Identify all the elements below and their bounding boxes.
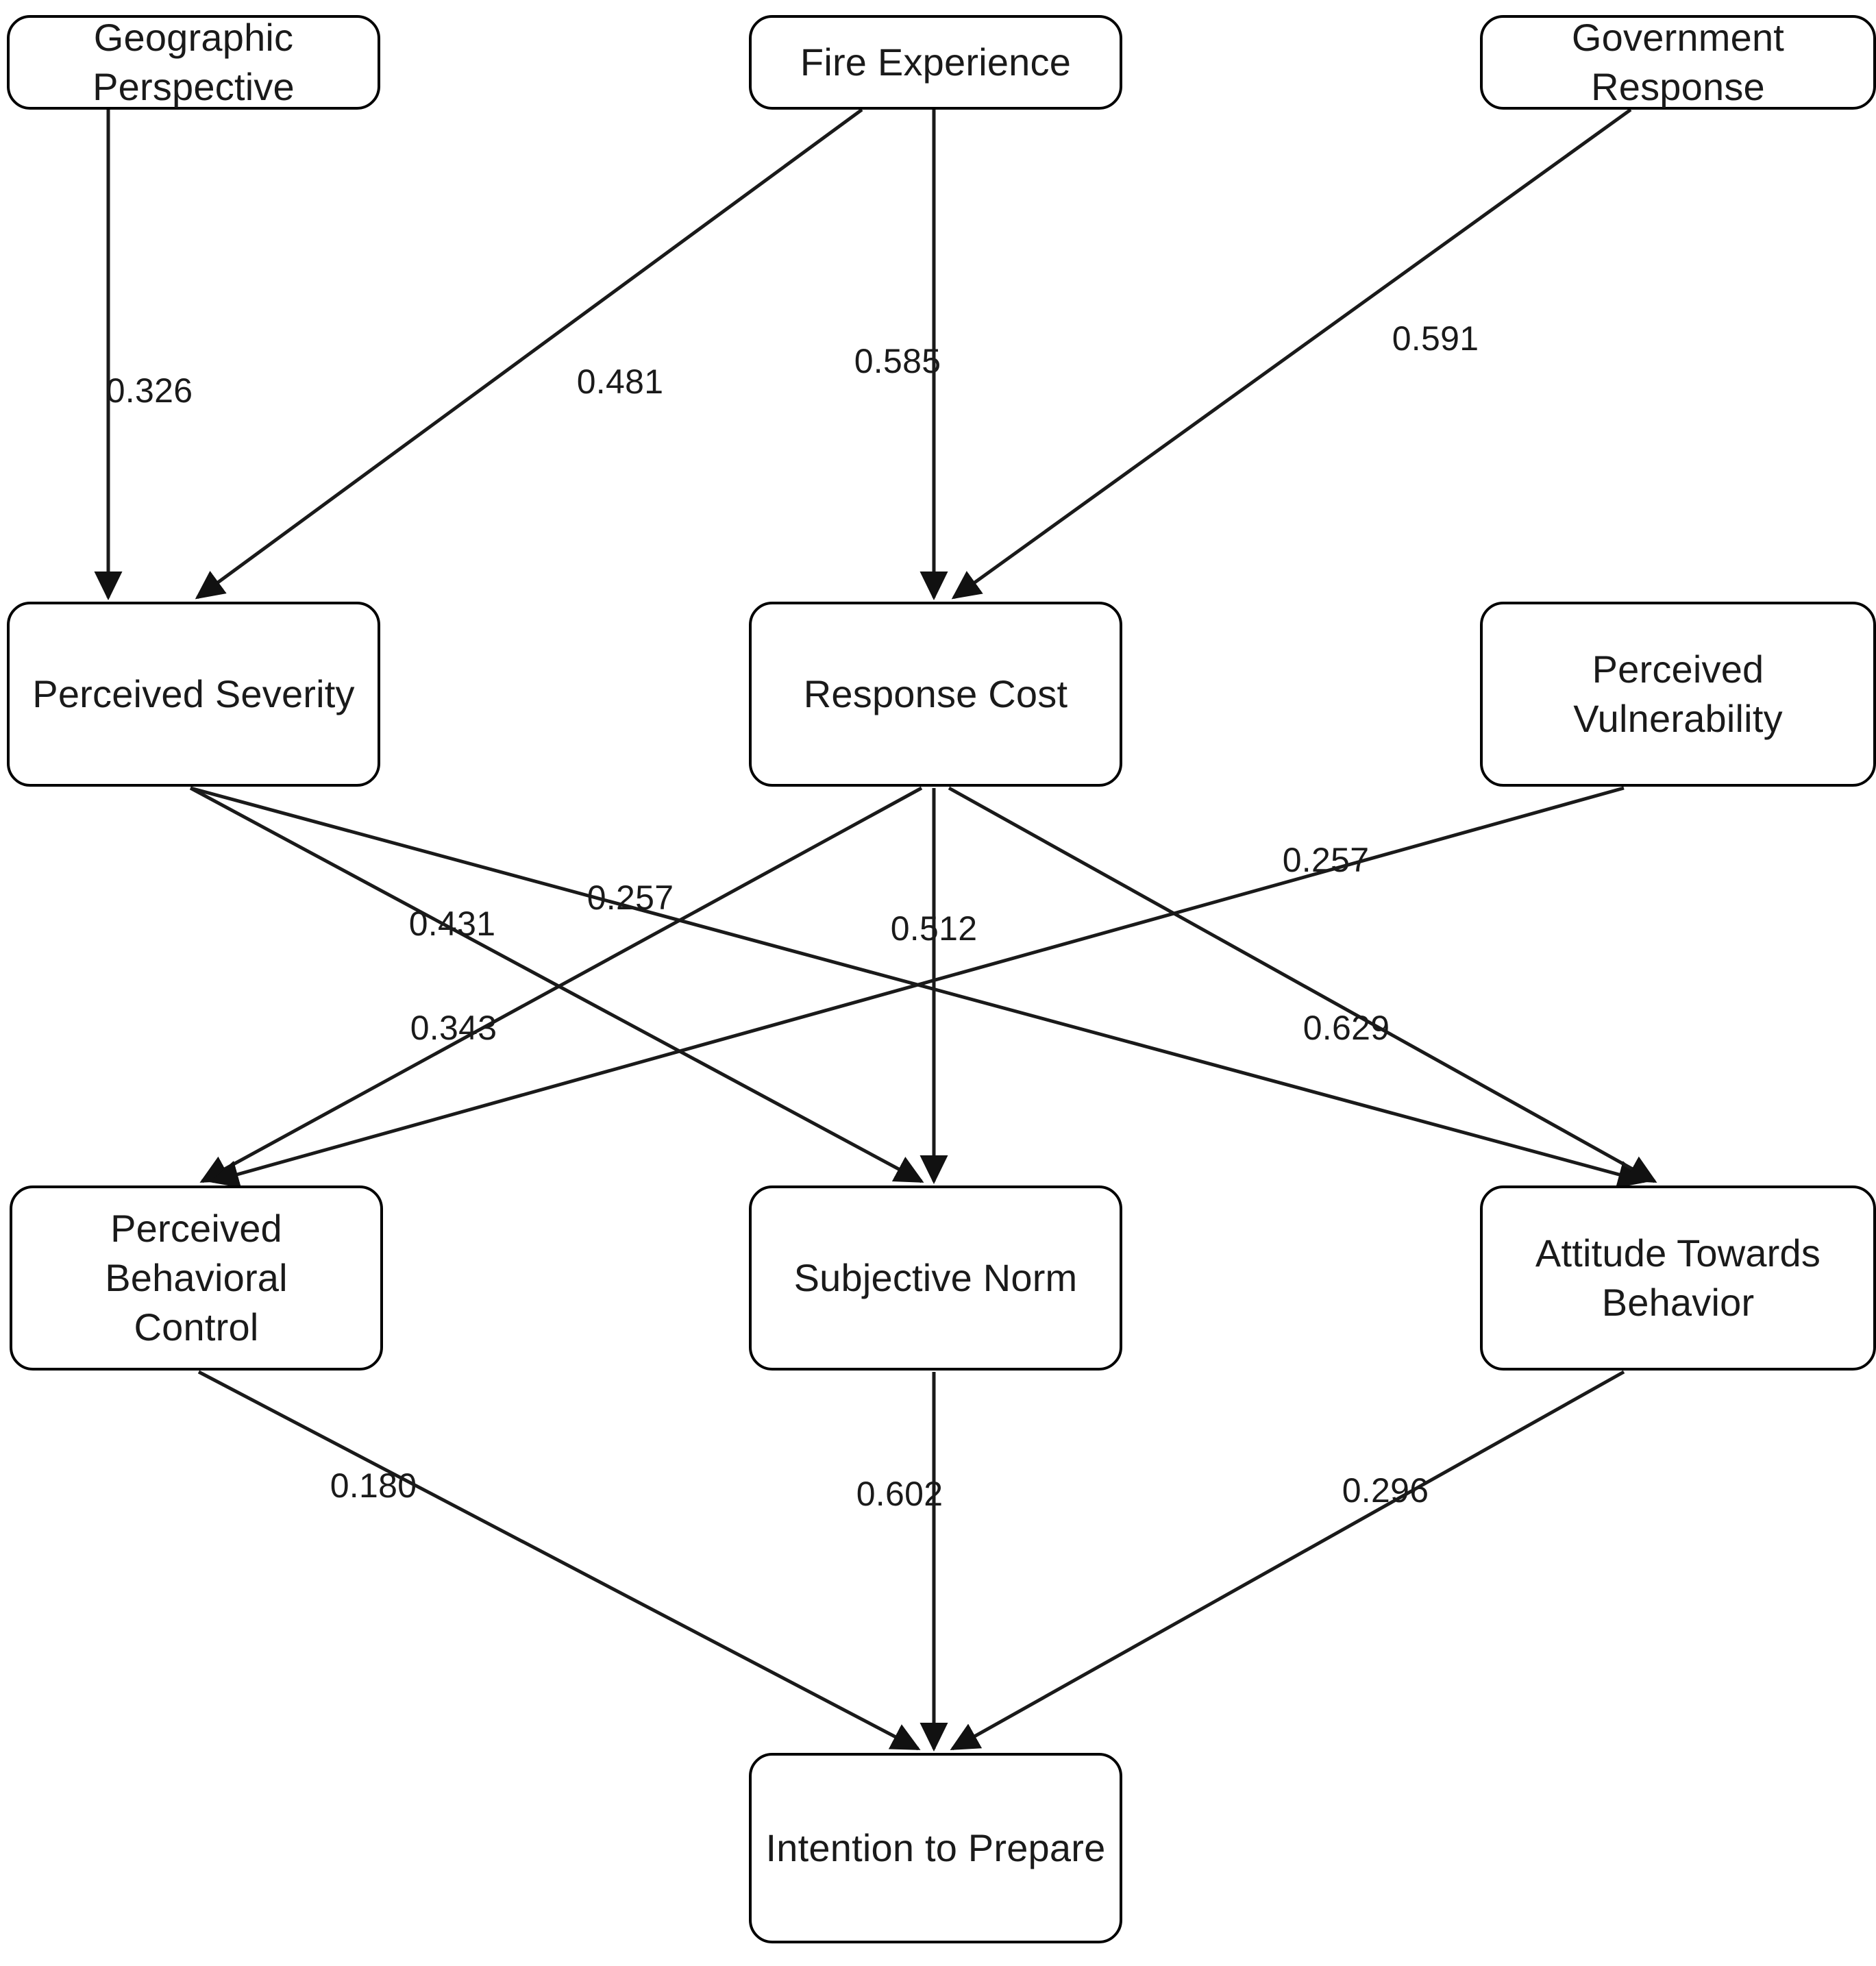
node-label: Subjective Norm <box>793 1256 1078 1300</box>
edge-atb-to-itp <box>950 1370 1625 1751</box>
edge-label-rc-to-atb: 0.629 <box>1303 1009 1390 1047</box>
node-subjective-norm[interactable]: Subjective Norm <box>749 1185 1122 1371</box>
node-label: Response Cost <box>803 672 1068 716</box>
node-label: Perceived Severity <box>32 672 355 716</box>
edge-label-gr-to-rc: 0.591 <box>1392 319 1479 358</box>
node-label: Fire Experience <box>800 40 1072 84</box>
edge-label-rc-to-pbc: 0.343 <box>410 1009 497 1047</box>
edge-label-rc-to-sn: 0.512 <box>890 909 978 948</box>
node-fire-experience[interactable]: Fire Experience <box>749 15 1122 110</box>
edge-rc-to-atb <box>948 786 1657 1183</box>
edge-label-fe-to-ps: 0.481 <box>576 363 664 401</box>
node-response-cost[interactable]: Response Cost <box>749 602 1122 787</box>
edge-gr-to-rc <box>951 108 1632 600</box>
node-label: Intention to Prepare <box>765 1826 1106 1870</box>
edge-pbc-to-itp <box>197 1370 921 1751</box>
edge-label-gp-to-ps: 0.326 <box>106 371 193 410</box>
edge-rc-to-pbc <box>199 786 923 1183</box>
edge-label-ps-to-sn: 0.431 <box>408 905 496 943</box>
edge-label-sn-to-itp: 0.602 <box>856 1475 943 1513</box>
edge-lines <box>94 108 1657 1752</box>
node-perceived-severity[interactable]: Perceived Severity <box>7 602 380 787</box>
edge-pv-to-pbc <box>210 786 1625 1188</box>
edge-fe-to-ps <box>195 108 863 600</box>
edge-label-atb-to-itp: 0.296 <box>1342 1471 1429 1510</box>
edge-label-pbc-to-itp: 0.180 <box>330 1466 417 1505</box>
edge-ps-to-sn <box>189 786 924 1183</box>
edge-label-ps-to-atb: 0.257 <box>587 878 674 917</box>
edge-label-fe-to-rc: 0.585 <box>854 342 941 380</box>
edge-label-pv-to-pbc: 0.257 <box>1282 841 1370 879</box>
node-intention-to-prepare[interactable]: Intention to Prepare <box>749 1753 1122 1943</box>
